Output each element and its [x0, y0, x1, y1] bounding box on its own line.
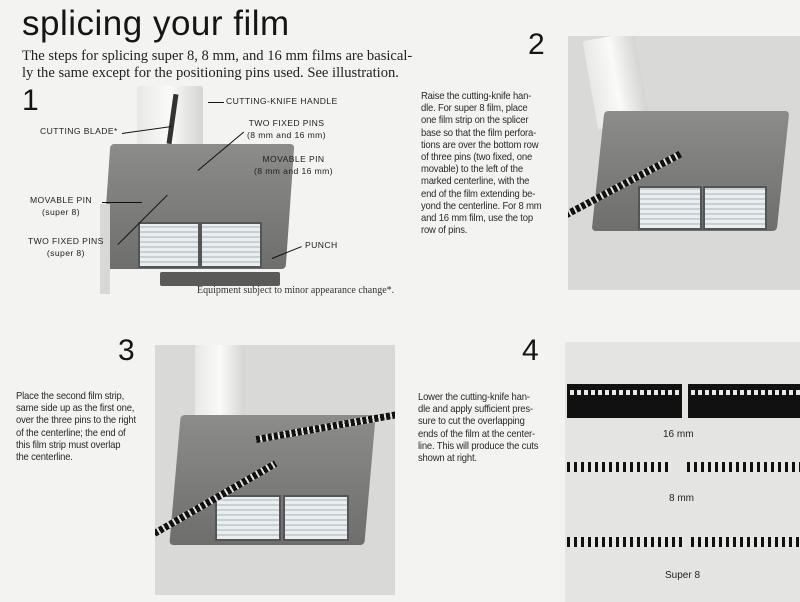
film-super8-left	[567, 537, 685, 547]
film-super8-right	[691, 537, 800, 547]
punch-image	[160, 272, 280, 286]
step-2-number: 2	[528, 28, 545, 61]
intro-line: The steps for splicing super 8, 8 mm, an…	[22, 48, 413, 64]
step-4-number: 4	[522, 334, 539, 367]
intro-paragraph: The steps for splicing super 8, 8 mm, an…	[22, 48, 412, 82]
tape-tray-image	[703, 186, 767, 230]
label-line: (super 8)	[46, 247, 85, 258]
text-line: Lower the cutting-knife han-	[418, 392, 530, 403]
label-line: MOVABLE PIN	[262, 154, 325, 164]
step-3-number: 3	[118, 334, 135, 367]
text-line: Raise the cutting-knife han-	[421, 91, 532, 102]
arrow	[102, 202, 142, 204]
tape-tray-image	[215, 495, 281, 541]
step-3-text: Place the second film strip, same side u…	[16, 391, 136, 464]
text-line: sure to cut the overlapping	[418, 416, 525, 428]
label-cutting-blade: CUTTING BLADE*	[40, 126, 118, 136]
base-side	[100, 204, 110, 294]
text-line: this film strip must overlap	[16, 439, 121, 451]
step-2-photo	[568, 36, 800, 290]
step-4-cuts-panel: 16 mm 8 mm Super 8	[565, 342, 800, 602]
step-1-number: 1	[22, 84, 39, 117]
text-line: row of pins.	[421, 225, 468, 237]
text-line: ends of the film at the center-	[418, 428, 535, 440]
text-line: base so that the film perfora-	[421, 127, 537, 139]
label-movable-pin-top: MOVABLE PIN (8 mm and 16 mm)	[254, 154, 333, 177]
label-two-fixed-pins-top: TWO FIXED PINS (8 mm and 16 mm)	[247, 118, 326, 141]
text-line: yond the centerline. For 8 mm	[421, 200, 542, 212]
text-line: the centerline.	[16, 452, 73, 464]
splicer-illustration-1	[100, 84, 295, 299]
label-line: (8 mm and 16 mm)	[254, 165, 333, 176]
text-line: tions are over the bottom row	[421, 139, 539, 151]
text-line: Place the second film strip,	[16, 391, 125, 402]
label-line: (8 mm and 16 mm)	[247, 129, 326, 140]
step-4-text: Lower the cutting-knife han- dle and app…	[418, 392, 539, 465]
label-line: TWO FIXED PINS	[248, 118, 325, 128]
text-line: shown at right.	[418, 453, 477, 465]
label-line: (super 8)	[42, 206, 81, 217]
text-line: line. This will produce the cuts	[418, 440, 539, 452]
text-line: and 16 mm film, use the top	[421, 213, 533, 225]
text-line: end of the film extending be-	[421, 188, 536, 200]
tape-tray-image	[283, 495, 349, 541]
text-line: dle. For super 8 film, place	[421, 103, 528, 115]
film-8mm-left	[567, 462, 672, 472]
text-line: same side up as the first one,	[16, 403, 135, 415]
perforations	[688, 390, 800, 395]
cut-label-16mm: 16 mm	[663, 429, 694, 440]
text-line: over the three pins to the right	[16, 415, 136, 427]
page-title: splicing your film	[22, 4, 290, 43]
cut-label-8mm: 8 mm	[669, 493, 694, 504]
intro-line: ly the same except for the positioning p…	[22, 65, 399, 81]
label-two-fixed-pins-super8: TWO FIXED PINS (super 8)	[28, 236, 104, 259]
arrow	[208, 102, 224, 104]
tape-tray-image	[200, 222, 262, 268]
step-3-photo	[155, 345, 395, 595]
label-movable-pin-super8: MOVABLE PIN (super 8)	[30, 195, 92, 218]
tape-tray-image	[138, 222, 200, 268]
equipment-caption: Equipment subject to minor appearance ch…	[197, 285, 395, 296]
cut-label-super8: Super 8	[665, 570, 701, 581]
step-2-text: Raise the cutting-knife han- dle. For su…	[421, 91, 542, 237]
text-line: of the centerline; the end of	[16, 427, 126, 439]
film-8mm-right	[687, 462, 800, 472]
label-line: TWO FIXED PINS	[28, 236, 104, 246]
label-punch: PUNCH	[305, 240, 338, 250]
perforations	[567, 390, 682, 395]
text-line: one film strip on the splicer	[421, 115, 529, 127]
tape-tray-image	[638, 186, 702, 230]
film-16mm-right	[688, 384, 800, 418]
text-line: movable) to the left of the	[421, 164, 523, 176]
label-cutting-knife-handle: CUTTING-KNIFE HANDLE	[226, 96, 338, 106]
text-line: marked centerline, with the	[421, 176, 530, 188]
text-line: dle and apply sufficient pres-	[418, 404, 533, 416]
label-line: MOVABLE PIN	[30, 195, 93, 205]
text-line: of three pins (two fixed, one	[421, 152, 533, 164]
film-16mm-left	[567, 384, 682, 418]
